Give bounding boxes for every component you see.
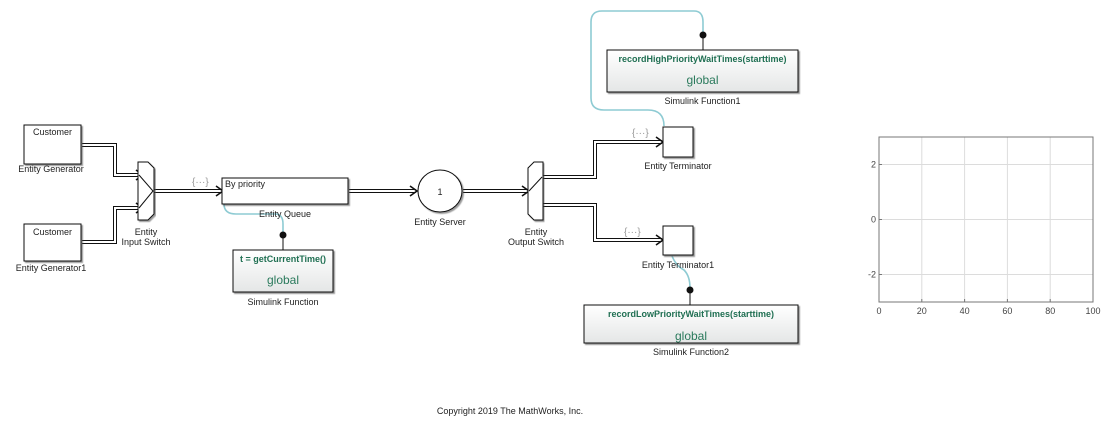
connection-queue-server[interactable]: [349, 185, 419, 197]
link-term1-fn1: [590, 10, 704, 127]
entity-generator-label: Entity Generator: [18, 164, 84, 174]
simulink-function1-label: Simulink Function1: [664, 96, 740, 106]
simulink-function1-scope: global: [686, 73, 718, 87]
function-links: [223, 10, 704, 289]
simulink-function2-block[interactable]: recordLowPriorityWaitTimes(starttime) gl…: [583, 304, 799, 357]
entity-input-switch-label-1: Entity: [135, 227, 158, 237]
entity-generator1-block[interactable]: Customer Entity Generator1: [16, 223, 87, 273]
entity-server-inner: 1: [437, 187, 442, 197]
connection-server-switch[interactable]: [463, 185, 531, 197]
simulink-function-scope: global: [267, 273, 299, 287]
connection-switch-term1[interactable]: [543, 136, 665, 179]
entity-connections: [82, 136, 665, 246]
entity-terminator1-label: Entity Terminator1: [642, 260, 714, 270]
entity-terminator1-block[interactable]: Entity Terminator1: [642, 225, 714, 270]
x-tick-label: 20: [917, 306, 927, 316]
simulink-function2-label: Simulink Function2: [653, 347, 729, 357]
connection-switch-queue[interactable]: [154, 185, 225, 197]
simulink-function1-signature: recordHighPriorityWaitTimes(starttime): [618, 54, 786, 64]
link-queue-fn0: [223, 203, 284, 232]
entity-generator1-inner: Customer: [33, 227, 72, 237]
connection-gen1-switch[interactable]: [82, 143, 145, 181]
entity-generator-inner: Customer: [33, 127, 72, 137]
simulink-function2-scope: global: [675, 329, 707, 343]
entity-queue-label: Entity Queue: [259, 209, 311, 219]
x-tick-label: 60: [1002, 306, 1012, 316]
simulink-function-label: Simulink Function: [247, 297, 318, 307]
entity-generator1-label: Entity Generator1: [16, 263, 87, 273]
simulink-function2-signature: recordLowPriorityWaitTimes(starttime): [608, 309, 774, 319]
signal-tag-term1-in: {···}: [632, 128, 649, 139]
entity-terminator-label: Entity Terminator: [644, 161, 711, 171]
signal-tag-term2-in: {···}: [624, 227, 641, 238]
function-link-ports: [279, 31, 707, 305]
entity-output-switch-label-2: Output Switch: [508, 237, 564, 247]
entity-input-switch-block[interactable]: Entity Input Switch: [121, 161, 171, 247]
copyright-text: Copyright 2019 The MathWorks, Inc.: [437, 406, 583, 416]
x-tick-label: 80: [1045, 306, 1055, 316]
entity-server-block[interactable]: 1 Entity Server: [414, 169, 466, 227]
entity-input-switch-label-2: Input Switch: [121, 237, 170, 247]
entity-terminator-block[interactable]: Entity Terminator: [644, 126, 712, 171]
y-tick-label: 2: [871, 160, 876, 170]
simulink-function-signature: t = getCurrentTime(): [240, 254, 326, 264]
signal-tag-queue-in: {···}: [192, 177, 209, 188]
link-term2-fn2: [671, 255, 691, 289]
entity-queue-inner: By priority: [225, 179, 266, 189]
entity-generator-block[interactable]: Customer Entity Generator: [18, 124, 84, 174]
x-tick-label: 40: [960, 306, 970, 316]
simulink-function-block[interactable]: t = getCurrentTime() global Simulink Fun…: [232, 249, 334, 307]
entity-output-switch-label-1: Entity: [525, 227, 548, 237]
entity-output-switch-block[interactable]: Entity Output Switch: [508, 161, 564, 247]
x-tick-label: 0: [876, 306, 881, 316]
entity-queue-block[interactable]: By priority Entity Queue: [221, 177, 349, 219]
entity-server-label: Entity Server: [414, 217, 466, 227]
simulink-function1-block[interactable]: recordHighPriorityWaitTimes(starttime) g…: [606, 49, 799, 106]
scope-plot[interactable]: 0 20 40 60 80 100 -2 0 2: [868, 136, 1101, 316]
x-tick-label: 100: [1085, 306, 1100, 316]
y-tick-label: 0: [871, 215, 876, 225]
y-tick-label: -2: [868, 270, 876, 280]
